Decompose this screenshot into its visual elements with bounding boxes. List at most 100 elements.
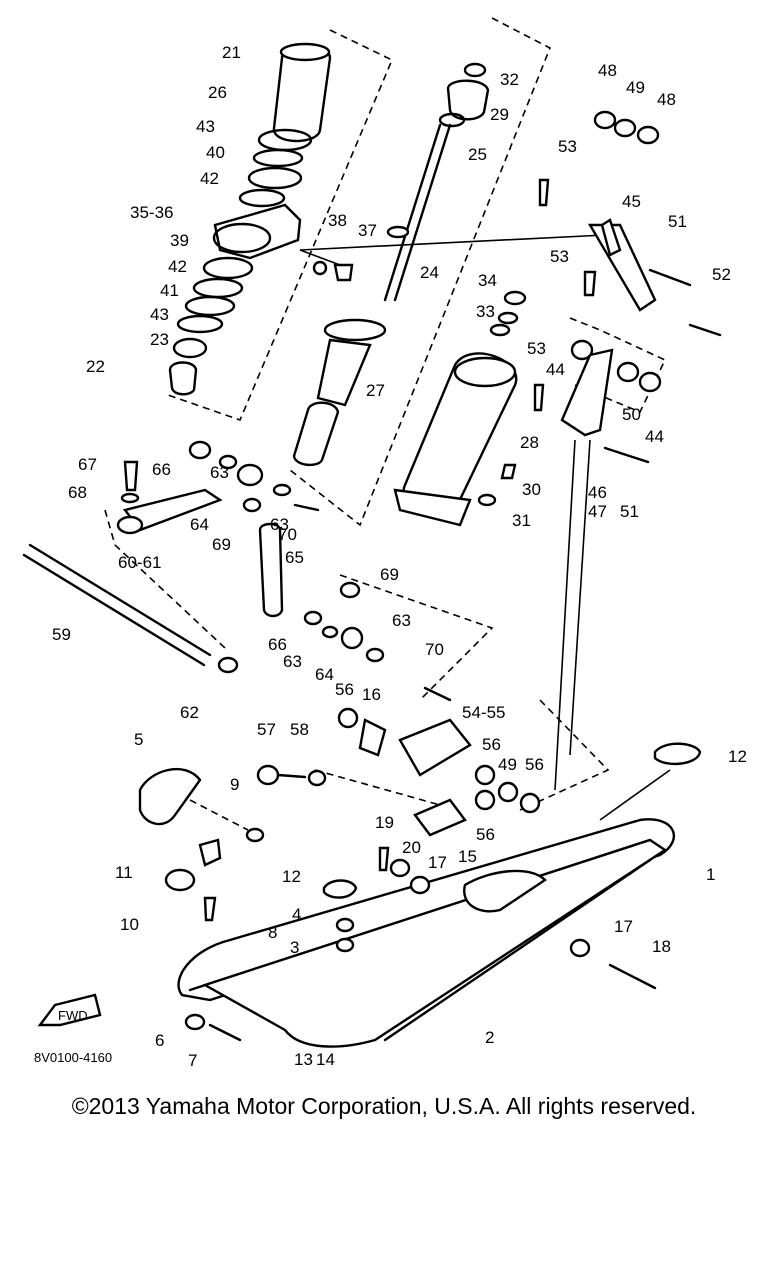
part-label: 14 — [316, 1050, 335, 1069]
part-label: 39 — [170, 231, 189, 250]
part-label: 47 — [588, 502, 607, 521]
part-label: 21 — [222, 43, 241, 62]
part-label: 9 — [230, 775, 239, 794]
part-label: 6 — [155, 1031, 164, 1050]
copyright-notice: ©2013 Yamaha Motor Corporation, U.S.A. A… — [71, 1093, 697, 1119]
part-label: 46 — [588, 483, 607, 502]
part-label: 22 — [86, 357, 105, 376]
parts-diagram: FWD 212643404235-36394241432322383724273… — [22, 17, 747, 1070]
part-label: 48 — [657, 90, 676, 109]
fwd-arrow-label: FWD — [58, 1008, 88, 1023]
part-label: 44 — [645, 427, 664, 446]
part-label: 23 — [150, 330, 169, 349]
part-label: 12 — [728, 747, 747, 766]
part-label: 13 — [294, 1050, 313, 1069]
part-label: 19 — [375, 813, 394, 832]
part-label: 27 — [366, 381, 385, 400]
part-label: 66 — [152, 460, 171, 479]
part-label: 49 — [498, 755, 517, 774]
part-label: 24 — [420, 263, 439, 282]
part-label: 53 — [558, 137, 577, 156]
part-label: 11 — [115, 863, 133, 882]
part-label: 59 — [52, 625, 71, 644]
part-label: 49 — [626, 78, 645, 97]
part-label: 62 — [180, 703, 199, 722]
suspension-arm — [22, 440, 452, 702]
part-label: 1 — [706, 865, 715, 884]
part-label: 12 — [282, 867, 301, 886]
part-label: 41 — [160, 281, 179, 300]
part-label: 28 — [520, 433, 539, 452]
linkage-right — [533, 110, 722, 464]
part-label: 44 — [546, 360, 565, 379]
part-label: 56 — [476, 825, 495, 844]
part-label: 31 — [512, 511, 531, 530]
part-label: 43 — [150, 305, 169, 324]
part-label: 20 — [402, 838, 421, 857]
ski — [138, 742, 702, 1048]
part-label: 8 — [268, 923, 277, 942]
part-label: 25 — [468, 145, 487, 164]
part-label: 64 — [190, 515, 209, 534]
shock-shaft — [292, 62, 490, 467]
part-label: 26 — [208, 83, 227, 102]
part-label: 70 — [278, 525, 297, 544]
reservoir — [393, 290, 527, 527]
part-label: 56 — [525, 755, 544, 774]
part-label: 60-61 — [118, 553, 161, 572]
part-label: 42 — [168, 257, 187, 276]
part-label: 53 — [550, 247, 569, 266]
part-label: 17 — [428, 853, 447, 872]
part-label: 63 — [283, 652, 302, 671]
part-label: 16 — [362, 685, 381, 704]
shock-spring-parts — [168, 42, 332, 396]
part-label: 4 — [292, 905, 301, 924]
part-label: 48 — [598, 61, 617, 80]
part-label: 43 — [196, 117, 215, 136]
part-label: 69 — [212, 535, 231, 554]
part-label: 3 — [290, 938, 299, 957]
part-label: 66 — [268, 635, 287, 654]
part-label: 29 — [490, 105, 509, 124]
part-label: 65 — [285, 548, 304, 567]
fwd-arrow: FWD — [37, 993, 102, 1027]
part-label: 5 — [134, 730, 143, 749]
part-label: 10 — [120, 915, 139, 934]
part-label: 30 — [522, 480, 541, 499]
part-label: 17 — [614, 917, 633, 936]
part-label: 63 — [210, 463, 229, 482]
part-label: 51 — [668, 212, 687, 231]
part-label: 63 — [270, 515, 289, 534]
center-pivot — [256, 707, 541, 837]
part-labels: 212643404235-363942414323223837242732292… — [52, 43, 747, 1070]
drawing-code: 8V0100-4160 — [34, 1050, 112, 1065]
part-label: 37 — [358, 221, 377, 240]
part-label: 56 — [482, 735, 501, 754]
part-label: 51 — [620, 502, 639, 521]
part-label: 32 — [500, 70, 519, 89]
part-label: 50 — [622, 405, 641, 424]
part-label: 2 — [485, 1028, 494, 1047]
part-label: 64 — [315, 665, 334, 684]
part-label: 35-36 — [130, 203, 173, 222]
part-label: 15 — [458, 847, 477, 866]
part-label: 54-55 — [462, 703, 505, 722]
group-outlines — [104, 17, 667, 831]
part-label: 42 — [200, 169, 219, 188]
part-label: 45 — [622, 192, 641, 211]
part-label: 52 — [712, 265, 731, 284]
part-label: 63 — [392, 611, 411, 630]
part-label: 34 — [478, 271, 497, 290]
part-label: 70 — [425, 640, 444, 659]
part-label: 40 — [206, 143, 225, 162]
part-label: 68 — [68, 483, 87, 502]
part-label: 67 — [78, 455, 97, 474]
part-label: 56 — [335, 680, 354, 699]
part-label: 18 — [652, 937, 671, 956]
part-label: 33 — [476, 302, 495, 321]
part-label: 57 — [257, 720, 276, 739]
part-label: 69 — [380, 565, 399, 584]
part-label: 58 — [290, 720, 309, 739]
part-label: 38 — [328, 211, 347, 230]
part-label: 53 — [527, 339, 546, 358]
